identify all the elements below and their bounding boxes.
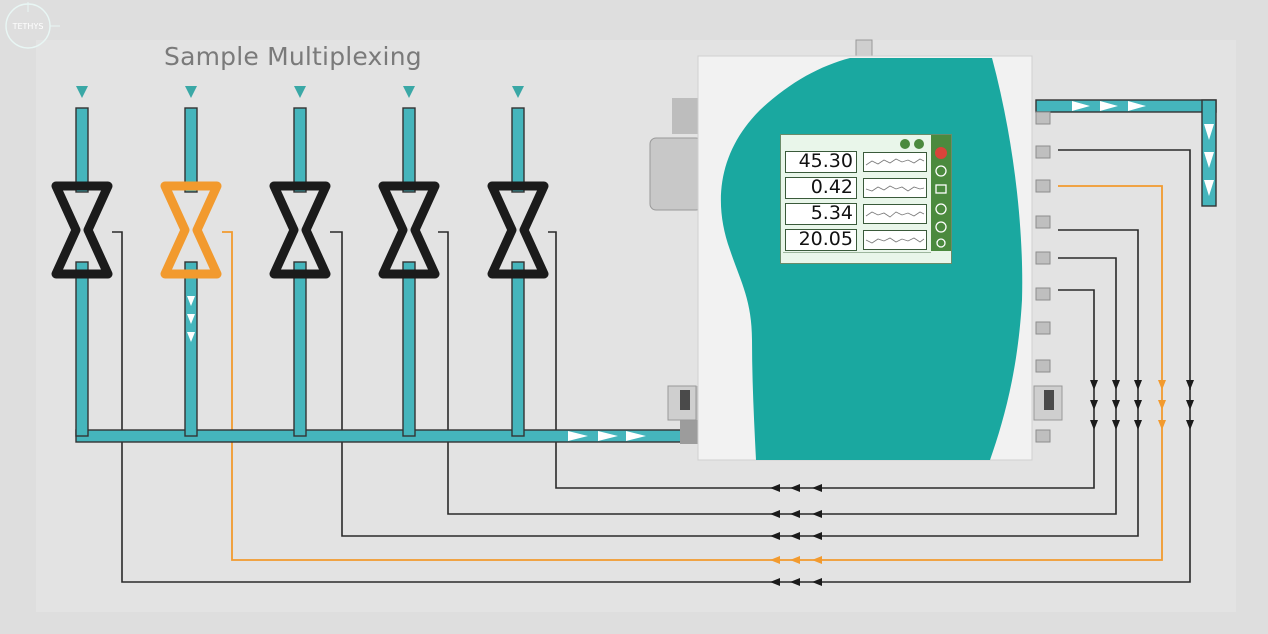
valve-1[interactable] [51, 181, 113, 279]
signal-line-valve-1 [112, 231, 1191, 583]
valve-2-body [160, 181, 222, 279]
diagram-title: Sample Multiplexing [164, 42, 422, 71]
analyzer-display: 45.30 0.42 5.34 20.05 [780, 134, 952, 264]
status-icons [900, 139, 924, 149]
valve-5-body [487, 181, 549, 279]
alarm-icon [935, 147, 947, 159]
brand-logo: TETHYS [5, 2, 60, 49]
valve-group [51, 181, 549, 279]
reading-row-4: 20.05 [785, 228, 857, 251]
folder-icon [935, 184, 947, 194]
sample-pipes [75, 107, 687, 443]
signal-line-valve-3 [330, 229, 1139, 537]
panel-background [36, 40, 1236, 612]
reading-value: 0.42 [810, 176, 853, 198]
trend-graph-2 [863, 178, 927, 198]
display-menu-sidebar [931, 135, 951, 251]
trend-graph-4 [863, 230, 927, 250]
signal-line-valve-4 [438, 231, 1117, 515]
down-arrows [1090, 380, 1194, 430]
outlet-pipe [1035, 99, 1217, 207]
valve-1-body [51, 181, 113, 279]
info-icon [935, 203, 947, 215]
valve-3-body [269, 181, 331, 279]
calibrate-icon [935, 221, 947, 233]
brand-logo-text: TETHYS [12, 22, 44, 31]
return-arrows [770, 484, 822, 586]
valve-4-body [378, 181, 440, 279]
signal-line-outlet [1058, 149, 1191, 390]
trend-graph-1 [863, 152, 927, 172]
settings-icon [935, 165, 947, 177]
display-footer [783, 252, 931, 261]
reading-row-3: 5.34 [785, 202, 857, 225]
tools-icon [936, 238, 946, 248]
valve-4[interactable] [378, 181, 440, 279]
reading-value: 5.34 [810, 202, 853, 224]
signal-line-valve-5 [548, 231, 1095, 489]
valve-3[interactable] [269, 181, 331, 279]
signal-line-valve-2-active [222, 185, 1163, 561]
trend-graph-3 [863, 204, 927, 224]
signal-lines [112, 149, 1191, 583]
reading-row-1: 45.30 [785, 150, 857, 173]
down-arrows-active [1158, 380, 1166, 430]
reading-value: 20.05 [798, 228, 853, 250]
valve-2[interactable] [160, 181, 222, 279]
reading-value: 45.30 [798, 150, 853, 172]
reading-row-2: 0.42 [785, 176, 857, 199]
inlet-markers [76, 86, 524, 98]
return-arrows-active [770, 556, 822, 564]
valve-5[interactable] [487, 181, 549, 279]
